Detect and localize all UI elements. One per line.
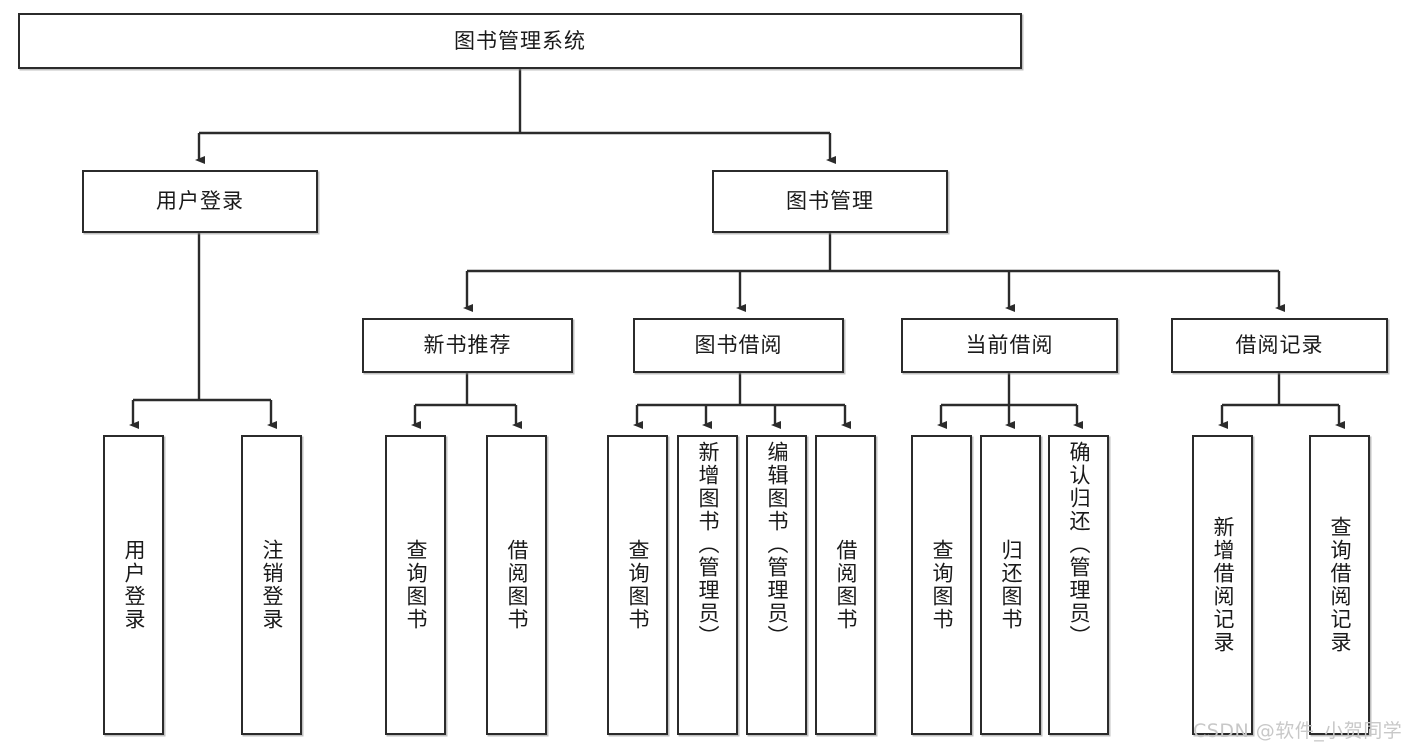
leaf-records-query[interactable]: 查询借阅记录	[1309, 435, 1370, 735]
node-label: 查询图书	[626, 539, 651, 631]
node-user-login[interactable]: 用户登录	[82, 170, 318, 233]
node-book-borrow[interactable]: 图书借阅	[633, 318, 844, 373]
node-book-management[interactable]: 图书管理	[712, 170, 948, 233]
leaf-current-borrow-return[interactable]: 归还图书	[980, 435, 1041, 735]
leaf-records-add[interactable]: 新增借阅记录	[1192, 435, 1253, 735]
leaf-user-login-logout[interactable]: 注销登录	[241, 435, 302, 735]
node-root-library-system[interactable]: 图书管理系统	[18, 13, 1022, 69]
csdn-watermark: CSDN @软件_小贺同学	[1193, 720, 1403, 742]
leaf-current-borrow-query[interactable]: 查询图书	[911, 435, 972, 735]
node-label: 借阅图书	[834, 539, 859, 631]
node-label: 新增图书（管理员）	[696, 441, 721, 648]
node-label: 图书管理系统	[454, 28, 586, 53]
node-label: 确认归还（管理员）	[1067, 441, 1092, 648]
leaf-new-book-borrow[interactable]: 借阅图书	[486, 435, 547, 735]
node-borrow-records[interactable]: 借阅记录	[1171, 318, 1388, 373]
node-label: 借阅记录	[1235, 333, 1324, 358]
node-current-borrow[interactable]: 当前借阅	[901, 318, 1118, 373]
leaf-book-borrow-edit-admin[interactable]: 编辑图书（管理员）	[746, 435, 807, 735]
node-label: 用户登录	[122, 539, 147, 631]
node-new-book-recommend[interactable]: 新书推荐	[362, 318, 573, 373]
leaf-new-book-query[interactable]: 查询图书	[385, 435, 446, 735]
node-label: 查询图书	[930, 539, 955, 631]
node-label: 用户登录	[156, 189, 244, 214]
node-label: 借阅图书	[505, 539, 530, 631]
node-label: 当前借阅	[965, 333, 1054, 358]
node-label: 编辑图书（管理员）	[765, 441, 790, 648]
leaf-book-borrow-query[interactable]: 查询图书	[607, 435, 668, 735]
node-label: 查询图书	[404, 539, 429, 631]
node-label: 图书管理	[786, 189, 874, 214]
node-label: 新书推荐	[423, 333, 512, 358]
node-label: 新增借阅记录	[1211, 516, 1236, 654]
node-label: 查询借阅记录	[1328, 516, 1353, 654]
leaf-current-borrow-confirm-admin[interactable]: 确认归还（管理员）	[1048, 435, 1109, 735]
node-label: 图书借阅	[694, 333, 783, 358]
node-label: 归还图书	[999, 539, 1024, 631]
leaf-book-borrow-add-admin[interactable]: 新增图书（管理员）	[677, 435, 738, 735]
leaf-user-login-login[interactable]: 用户登录	[103, 435, 164, 735]
node-label: 注销登录	[260, 539, 285, 631]
leaf-book-borrow-borrow[interactable]: 借阅图书	[815, 435, 876, 735]
